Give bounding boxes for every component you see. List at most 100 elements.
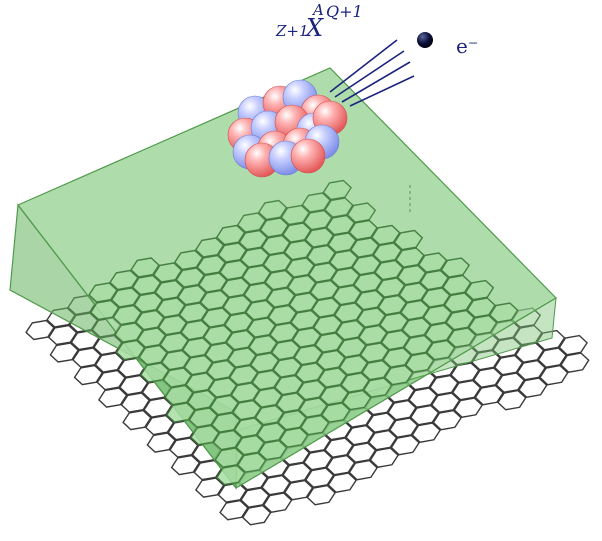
hexagon-cell [236, 452, 267, 473]
hexagon-cell [25, 319, 55, 341]
hexagon-cell [157, 314, 188, 336]
hexagon-cell [324, 437, 354, 458]
hexagon-cell [341, 389, 372, 411]
hexagon-cell [49, 342, 80, 363]
hexagon-cell [408, 387, 438, 408]
hexagon-cell [97, 387, 128, 408]
hexagon-cell [451, 379, 482, 401]
hexagon-cell [201, 307, 231, 328]
hexagon-cell [190, 424, 220, 446]
ion-charge: Q+1 [326, 2, 363, 21]
hexagon-cell [337, 337, 367, 358]
ion-atomic-number: Z+1 [276, 22, 309, 40]
hexagon-cell [259, 217, 290, 238]
hexagon-cell [361, 359, 391, 381]
hexagon-cell [217, 242, 248, 263]
hexagon-cell [450, 362, 480, 383]
electron-trajectory [329, 39, 415, 107]
hexagon-cell [204, 342, 235, 363]
hexagon-cell [395, 247, 425, 268]
hexagon-cell [159, 332, 189, 353]
hexagon-cell [270, 339, 301, 361]
hexagon-cell [303, 449, 333, 471]
hexagon-cell [112, 304, 143, 326]
hexagon-cell [246, 317, 277, 338]
hexagon-cell [169, 437, 199, 458]
hexagon-cell [424, 322, 454, 343]
hexagon-cell [240, 487, 270, 508]
hexagon-cell [377, 294, 408, 316]
hexagon-cell [366, 412, 396, 433]
hexagon-cell [280, 204, 311, 226]
hexagon-cell [306, 244, 336, 266]
hexagon-cell [152, 262, 183, 283]
hexagon-cell [518, 377, 548, 398]
electron [417, 32, 433, 48]
hexagon-cell [222, 294, 252, 316]
hexagon-cell [319, 384, 349, 406]
hexagon-cell [178, 302, 209, 323]
hexagon-cell [472, 367, 503, 388]
hexagon-cell [233, 417, 264, 438]
hexagon-cell [240, 247, 270, 268]
hexagon-cell [131, 274, 162, 296]
ion-label: Z+1 A X Q+1 [276, 0, 416, 44]
hexagon-cell [110, 287, 141, 308]
hexagon-cell [146, 432, 177, 453]
hexagon-cell [296, 379, 327, 401]
hexagon-cell [367, 429, 398, 451]
hexagon-cell [133, 292, 164, 313]
hexagon-cell [380, 329, 411, 351]
hexagon-cell [401, 317, 432, 338]
hexagon-cell [359, 342, 390, 363]
hexagon-cell [430, 392, 461, 413]
hexagon-cell [261, 234, 291, 256]
hexagon-cell [156, 297, 186, 318]
hexagon-cell [388, 417, 419, 438]
hexagon-cell [114, 322, 144, 343]
hexagon-cell [314, 332, 345, 353]
hexagon-cell [256, 422, 286, 443]
hexagon-cell [295, 362, 325, 383]
hexagon-cell [165, 402, 196, 423]
hexagon-cell [267, 304, 298, 326]
hexagon-cell [327, 472, 358, 493]
hexagon-cell [251, 369, 282, 391]
hexagon-cell [188, 407, 219, 428]
hexagon-cell [466, 297, 496, 318]
hexagon-cell [199, 289, 230, 311]
hexagon-cell [332, 284, 362, 306]
hexagon-cell [238, 229, 269, 251]
graphene-lattice-through-slab [88, 179, 519, 486]
nucleus [227, 79, 348, 178]
hexagon-cell [230, 382, 261, 403]
hexagon-cell [243, 282, 273, 303]
hexagon-cell [375, 277, 406, 298]
hexagon-cell [253, 387, 283, 408]
hexagon-cell [173, 249, 204, 271]
hexagon-cell [254, 404, 285, 426]
hexagon-cell [398, 282, 429, 303]
hexagon-cell [144, 414, 175, 436]
hexagon-cell [94, 352, 125, 373]
hexagon-cell [219, 499, 249, 521]
hexagon-cell [183, 354, 214, 376]
hexagon-cell [312, 314, 343, 336]
hexagon-cell [264, 269, 294, 291]
hexagon-cell [474, 384, 505, 406]
hexagon-cell [138, 344, 168, 366]
hexagon-cell [257, 199, 288, 221]
hexagon-cell [311, 297, 341, 318]
hexagon-cell [537, 347, 568, 368]
hexagon-cell [285, 257, 315, 278]
hexagon-cell [346, 442, 377, 463]
ion-symbol: X [306, 14, 324, 42]
proton [290, 138, 326, 174]
hexagon-cell [345, 424, 375, 446]
hexagon-cell [143, 397, 173, 418]
hexagon-cell [330, 267, 361, 288]
hexagon-cell [72, 347, 102, 368]
hexagon-cell [369, 447, 400, 468]
hexagon-cell [316, 349, 346, 371]
hexagon-cell [272, 357, 303, 378]
